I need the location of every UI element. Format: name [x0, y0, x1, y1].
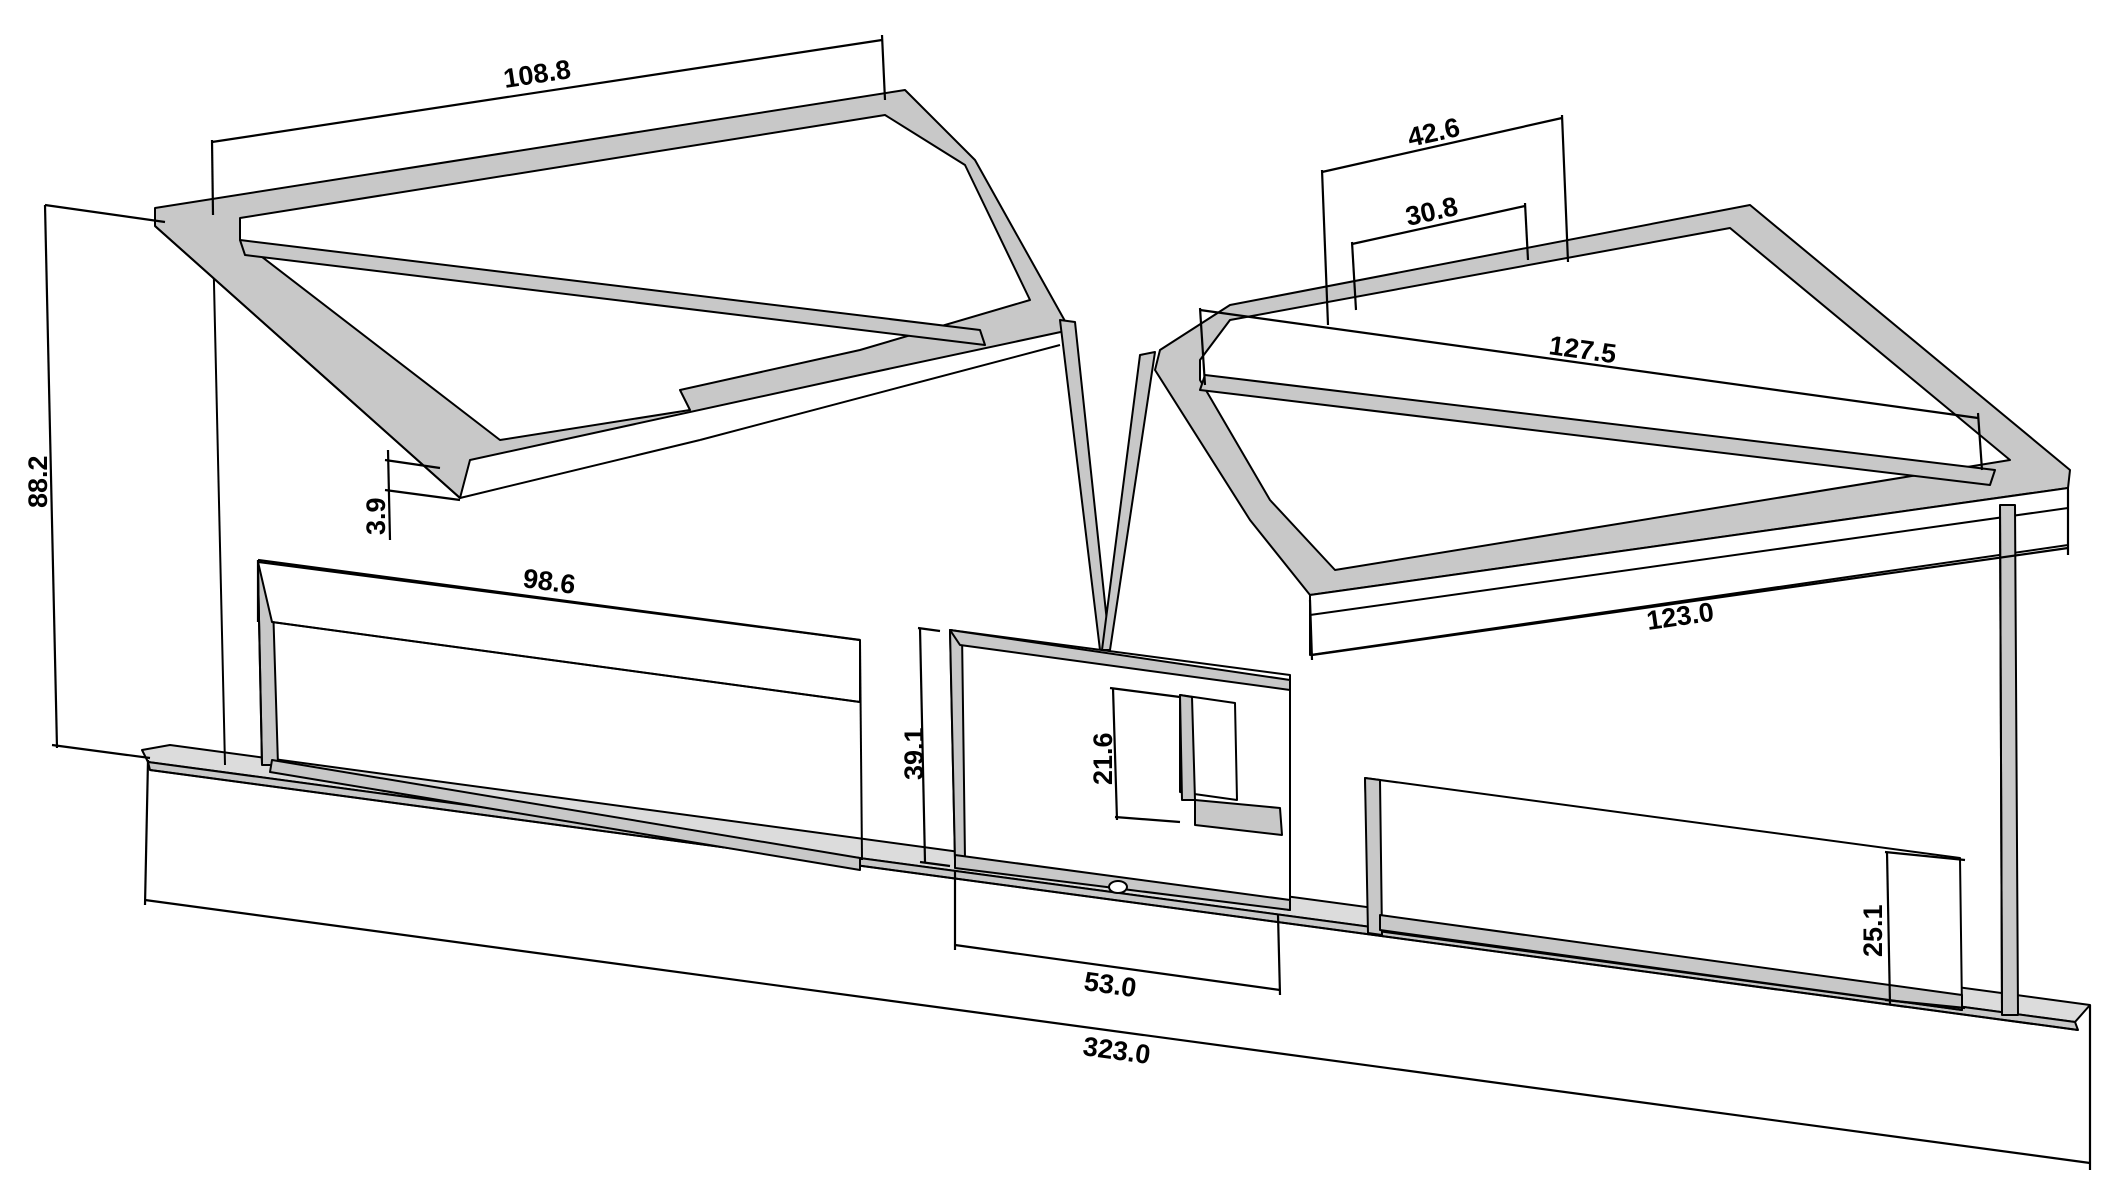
dimension-lines: [43, 34, 2092, 1170]
dim-label-left-roof-thickness: 3.9: [361, 497, 391, 535]
dim-label-left-window-width: 98.6: [521, 563, 577, 600]
dim-label-left-height: 88.2: [23, 455, 53, 508]
right-roof-frame: [1101, 204, 2071, 656]
left-wall: [212, 239, 863, 871]
dim-label-right-window-height: 25.1: [1858, 904, 1888, 957]
right-wall: [1364, 504, 2019, 1016]
left-roof-frame: [154, 89, 1111, 651]
dim-label-door-height: 39.1: [899, 727, 929, 780]
dim-label-small-window-height: 21.6: [1088, 732, 1118, 785]
dim-label-door-width: 53.0: [1082, 966, 1138, 1003]
dim-label-right-roof-inner: 30.8: [1403, 191, 1461, 232]
dim-label-right-roof-outer: 42.6: [1405, 112, 1463, 153]
dim-label-overall-length: 323.0: [1081, 1031, 1152, 1070]
mounting-hole-icon: [1108, 880, 1128, 894]
dimension-labels: 323.0 108.8 88.2 3.9 98.6 39.1 53.0 21.6…: [23, 54, 1888, 1070]
center-door: [949, 629, 1291, 911]
